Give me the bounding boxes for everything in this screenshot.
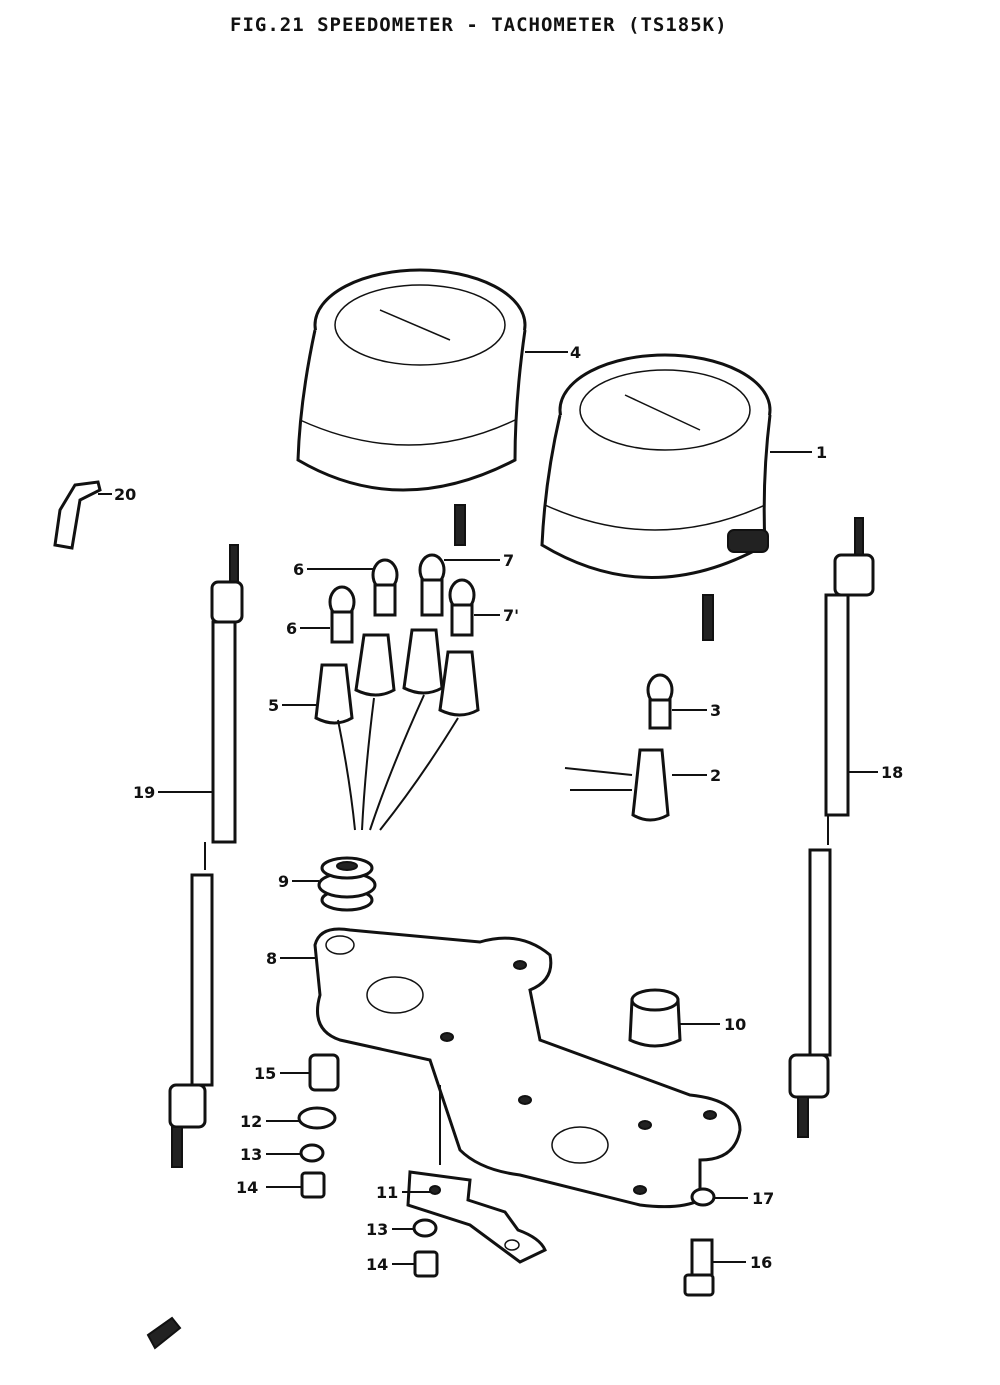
callout-9: 9: [278, 872, 289, 891]
small-bracket: [406, 1085, 547, 1264]
callout-5: 5: [268, 696, 279, 715]
nut-upper: [300, 1171, 326, 1199]
callout-6-lower: 6: [286, 619, 297, 638]
callout-19: 19: [133, 783, 155, 802]
nut-lower: [413, 1250, 439, 1278]
callout-1: 1: [816, 443, 827, 462]
lock-washer-lower: [412, 1218, 438, 1238]
callout-10: 10: [724, 1015, 746, 1034]
clip-part: [53, 480, 102, 550]
callout-13-upper: 13: [240, 1145, 262, 1164]
cap-cushion: [628, 988, 682, 1048]
speedometer-gauge: [296, 268, 527, 546]
bolt: [683, 1238, 715, 1297]
callout-15: 15: [254, 1064, 276, 1083]
tachometer-gauge: [540, 353, 772, 641]
callout-8: 8: [266, 949, 277, 968]
callout-3: 3: [710, 701, 721, 720]
front-arrow-icon: [146, 1316, 182, 1350]
socket-harness: [314, 628, 480, 831]
washer: [297, 1106, 337, 1130]
tachometer-cable: [788, 517, 875, 1138]
callout-2: 2: [710, 766, 721, 785]
figure-title: FIG.21 SPEEDOMETER - TACHOMETER (TS185K): [230, 14, 728, 36]
callout-16: 16: [750, 1253, 772, 1272]
indicator-socket: [564, 748, 670, 822]
callout-20: 20: [114, 485, 136, 504]
callout-11: 11: [376, 1183, 398, 1202]
callout-17: 17: [752, 1189, 774, 1208]
spacer: [308, 1053, 340, 1092]
meter-bracket-plate: [313, 927, 742, 1209]
callout-13-lower: 13: [366, 1220, 388, 1239]
callout-14-upper: 14: [236, 1178, 258, 1197]
callout-7: 7: [503, 551, 514, 570]
callout-18: 18: [881, 763, 903, 782]
callout-7-prime: 7': [503, 606, 519, 625]
bulb-set: [328, 553, 476, 644]
washer-right: [690, 1187, 716, 1207]
callout-6-upper: 6: [293, 560, 304, 579]
callout-14-lower: 14: [366, 1255, 388, 1274]
indicator-bulb: [646, 673, 674, 730]
leader-lines: [98, 351, 878, 1265]
callout-4: 4: [570, 343, 581, 362]
lock-washer-upper: [299, 1143, 325, 1163]
callout-labels: 1 2 3 4 5 6 6 7 7' 8 9 10 11 12 13 13 14…: [114, 343, 903, 1274]
grommet: [317, 856, 377, 912]
callout-12: 12: [240, 1112, 262, 1131]
speedometer-cable: [168, 544, 244, 1168]
